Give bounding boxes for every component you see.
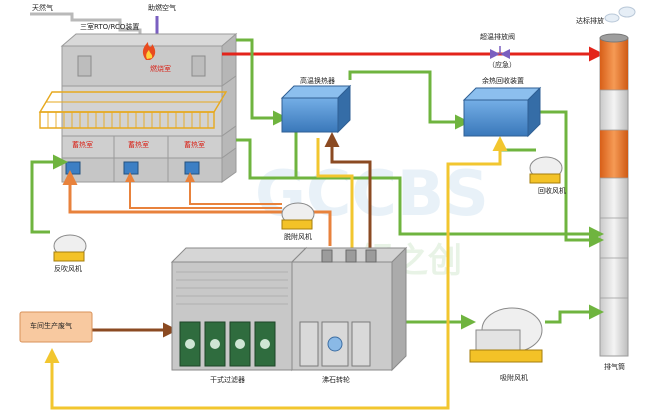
damper-1 xyxy=(65,161,81,175)
damper-3 xyxy=(184,161,200,175)
label-suction-fan: 吸附风机 xyxy=(500,374,528,382)
orange-flow-3 xyxy=(185,172,282,205)
label-desorption-fan: 脱附风机 xyxy=(284,233,312,241)
label-compliance-discharge: 达标排放 xyxy=(576,17,604,25)
label-rto-device: 三室RTO/RCO装置 xyxy=(80,23,140,31)
damper-2 xyxy=(123,161,139,175)
yellow-flow-bottom xyxy=(44,316,450,410)
recovery-fan xyxy=(529,156,563,184)
green-flow-recovery-loop xyxy=(498,142,536,152)
yellow-flow-rotor xyxy=(316,138,354,250)
chimney xyxy=(599,6,636,357)
rto-device xyxy=(38,32,238,183)
label-chimney: 排气筒 xyxy=(604,363,625,371)
label-dry-filter: 干式过滤器 xyxy=(210,376,245,384)
orange-flow-2 xyxy=(125,172,282,209)
orange-flow-1 xyxy=(62,170,282,214)
label-over-temp-valve: 超温排放阀 xyxy=(480,33,515,41)
label-combustion-chamber: 燃烧室 xyxy=(150,65,171,73)
high-temp-exchanger xyxy=(280,84,352,134)
label-valve-note: （应急） xyxy=(488,61,516,69)
label-zeolite-rotor: 沸石转轮 xyxy=(322,376,350,384)
green-flow-to-chimney xyxy=(540,110,604,248)
green-flow-suction-out xyxy=(545,304,604,324)
backflush-fan xyxy=(53,234,87,262)
label-natural-gas: 天然气 xyxy=(32,4,53,12)
zeolite-rotor xyxy=(290,246,408,372)
label-workshop-exhaust: 车间生产废气 xyxy=(30,322,72,330)
green-flow-to-exchanger xyxy=(236,38,288,126)
label-backflush-fan: 反吹风机 xyxy=(54,265,82,273)
label-heat-storage-1: 蓄热室 xyxy=(72,141,93,149)
label-heat-storage-3: 蓄热室 xyxy=(184,141,205,149)
label-high-temp-exchanger: 高温换热器 xyxy=(300,77,335,85)
orange-flow-desorption xyxy=(310,210,332,246)
suction-fan xyxy=(469,307,543,363)
green-flow-backflush xyxy=(30,154,68,234)
dry-filter xyxy=(170,246,308,372)
natural-gas-pipe xyxy=(30,12,148,52)
over-temp-valve xyxy=(490,46,510,59)
yellow-flow-recovery xyxy=(446,136,508,316)
label-heat-storage-2: 蓄热室 xyxy=(128,141,149,149)
label-waste-heat-recovery: 余热回收装置 xyxy=(482,77,524,85)
label-recovery-fan: 回收风机 xyxy=(538,187,566,195)
waste-heat-recovery-unit xyxy=(462,86,542,138)
label-combustion-air: 助燃空气 xyxy=(148,4,176,12)
desorption-fan xyxy=(281,202,315,230)
green-flow-to-recovery xyxy=(348,70,470,130)
green-flow-rto-out xyxy=(236,138,604,242)
brown-flow-exchanger xyxy=(324,132,372,250)
workshop-exhaust-box xyxy=(19,311,93,343)
